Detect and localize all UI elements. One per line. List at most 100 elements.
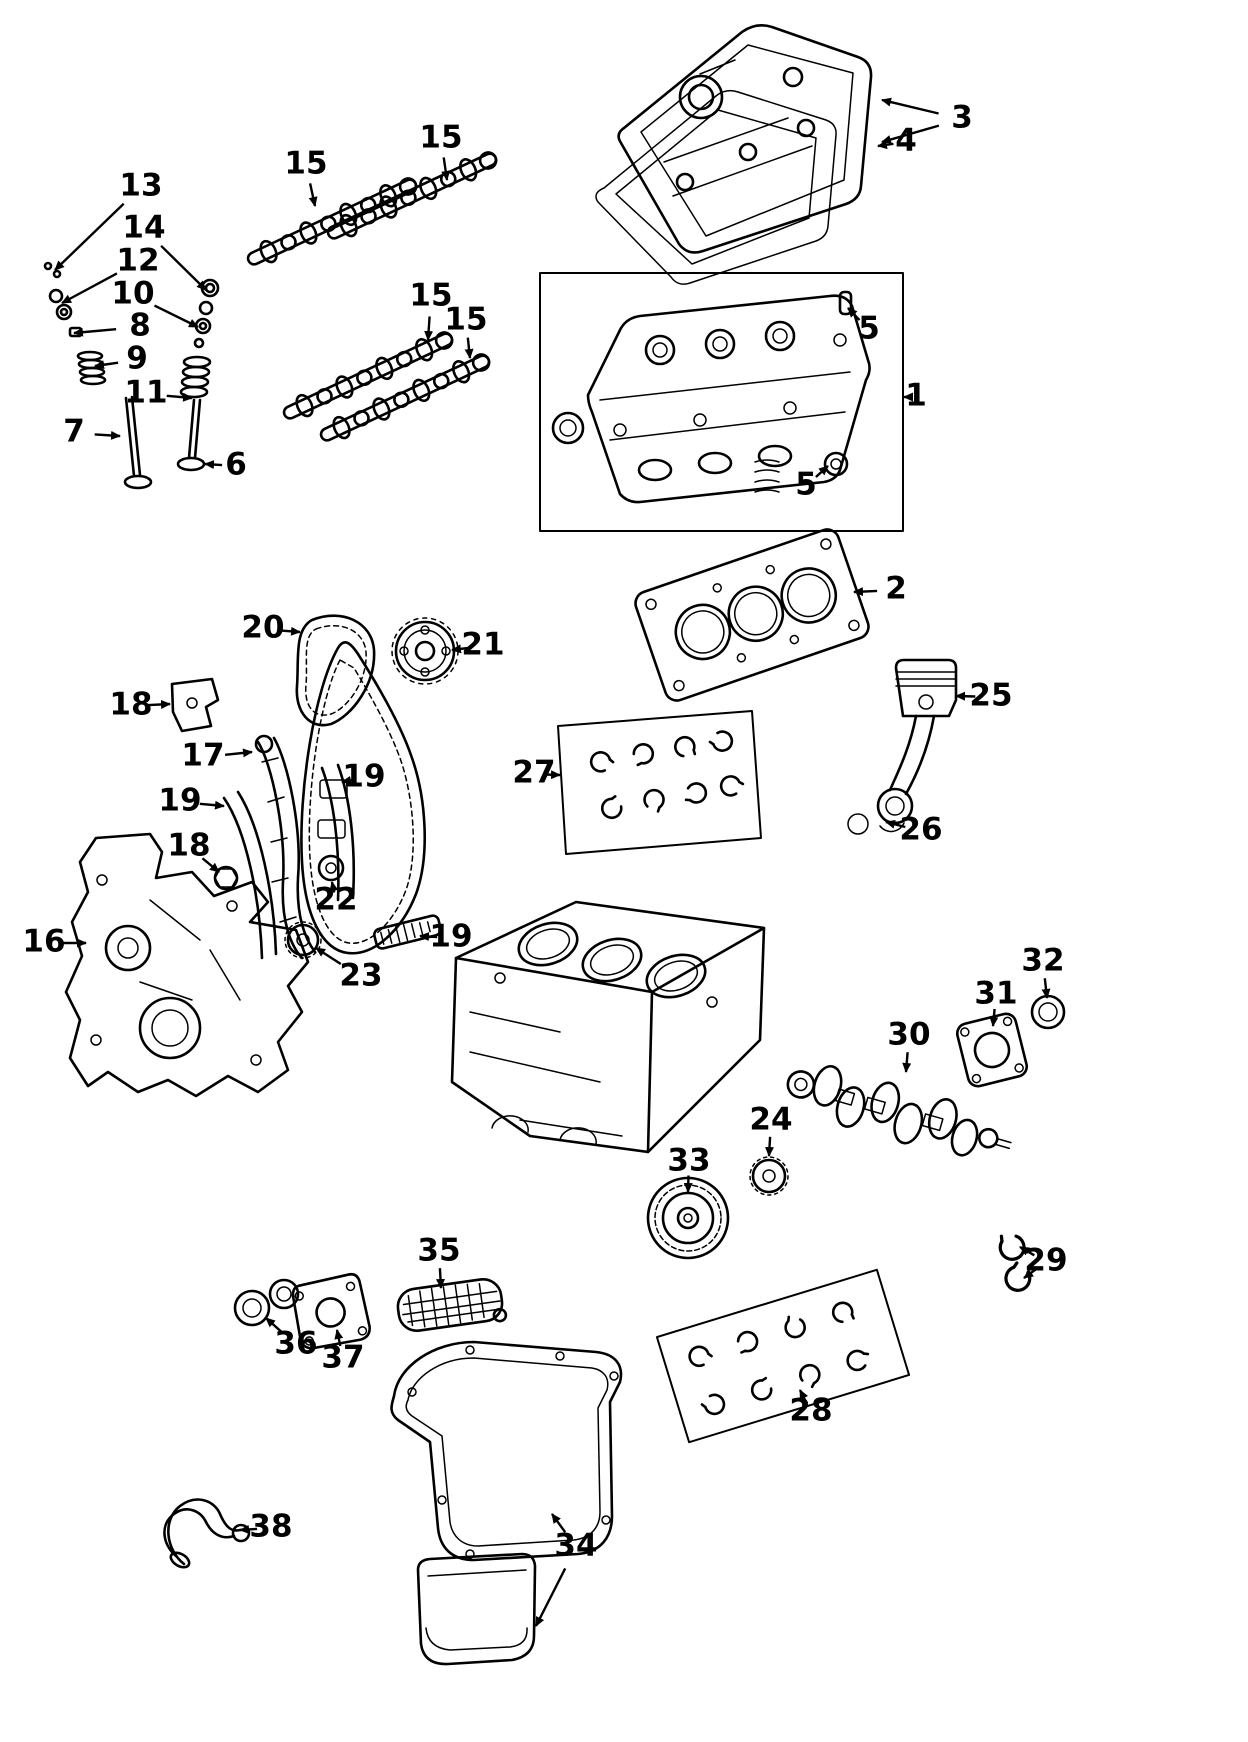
callout-label-24-36: 24 xyxy=(749,1102,792,1138)
callout-label-18-28: 18 xyxy=(167,828,210,864)
callout-label-6-8: 6 xyxy=(225,447,247,483)
part-rod-bearings xyxy=(586,727,746,823)
callout-label-18-21: 18 xyxy=(109,687,152,723)
part-crankshaft xyxy=(786,1064,1012,1157)
callout-leader-line xyxy=(989,1008,999,1027)
callout-leader-line xyxy=(955,691,976,701)
callout-leader-line xyxy=(199,800,225,810)
callout-leader-line xyxy=(881,124,940,144)
callout-label-7-7: 7 xyxy=(63,414,85,450)
callout-label-32-33: 32 xyxy=(1021,943,1064,979)
part-engine-block xyxy=(450,900,766,1154)
callout-leader-line xyxy=(160,244,207,291)
callout-label-19-24: 19 xyxy=(158,783,201,819)
callout-leader-line xyxy=(877,140,894,150)
callout-leader-line xyxy=(419,932,438,942)
callout-leader-line xyxy=(61,272,118,305)
part-cam-sprocket xyxy=(391,617,459,685)
callout-label-22-29: 22 xyxy=(314,882,357,918)
part-oil-pan-lower xyxy=(416,1552,537,1666)
callout-label-15-11: 15 xyxy=(409,278,452,314)
callout-label-15-12: 15 xyxy=(444,302,487,338)
callout-label-31-34: 31 xyxy=(974,976,1017,1012)
callout-label-23-32: 23 xyxy=(339,958,382,994)
callout-leader-line xyxy=(279,626,301,636)
callout-leader-line xyxy=(166,392,193,402)
callout-leader-line xyxy=(765,1136,775,1157)
callout-label-28-39: 28 xyxy=(789,1393,832,1429)
part-rear-seal-retainer xyxy=(955,1012,1029,1088)
callout-leader-line xyxy=(201,857,220,873)
part-front-crank-seal xyxy=(233,1278,300,1327)
part-chain-tensioner xyxy=(213,865,239,891)
callout-label-37-42: 37 xyxy=(321,1340,364,1376)
callout-label-29-38: 29 xyxy=(1024,1243,1067,1279)
callout-leader-line xyxy=(551,1513,567,1533)
callout-leader-line xyxy=(334,1329,344,1347)
callout-label-33-37: 33 xyxy=(667,1143,710,1179)
callout-leader-line xyxy=(853,587,878,597)
callout-leader-line xyxy=(153,304,199,329)
part-seal-plate xyxy=(291,1272,371,1350)
callout-leader-line xyxy=(94,430,121,440)
callout-label-20-19: 20 xyxy=(241,610,284,646)
callout-label-8-4: 8 xyxy=(129,308,151,344)
callout-leader-line xyxy=(451,644,470,654)
callout-leader-line xyxy=(545,770,561,780)
callout-label-2-18: 2 xyxy=(885,571,907,607)
part-chain-guide-rail xyxy=(222,790,278,960)
callout-leader-line xyxy=(1019,1245,1035,1257)
callout-label-11-6: 11 xyxy=(124,375,167,411)
part-timing-cover xyxy=(64,832,310,1098)
callout-label-19-31: 19 xyxy=(429,919,472,955)
part-piston xyxy=(894,658,958,718)
callout-label-21-20: 21 xyxy=(461,627,504,663)
callout-label-35-40: 35 xyxy=(417,1233,460,1269)
callout-label-5-17: 5 xyxy=(795,467,817,503)
callout-label-36-41: 36 xyxy=(274,1326,317,1362)
part-rod-bearing-box xyxy=(557,710,762,855)
callout-label-17-22: 17 xyxy=(181,738,224,774)
callout-label-15-9: 15 xyxy=(284,146,327,182)
part-crank-sprocket xyxy=(749,1156,789,1196)
callout-label-38-43: 38 xyxy=(249,1509,292,1545)
part-chain-guide-bracket xyxy=(170,677,220,733)
part-oil-strainer xyxy=(396,1277,508,1333)
callout-leader-line xyxy=(341,775,355,785)
callout-leader-line xyxy=(847,307,861,321)
part-cylinder-head-box xyxy=(539,272,904,532)
part-camshaft-3 xyxy=(282,331,454,420)
callout-label-5-15: 5 xyxy=(858,311,880,347)
callout-label-27-25: 27 xyxy=(512,755,555,791)
callout-label-3-13: 3 xyxy=(951,100,973,136)
callout-leader-line xyxy=(436,1268,445,1289)
callout-label-14-1: 14 xyxy=(122,210,165,246)
callout-leader-line xyxy=(885,819,906,829)
part-rear-main-seal xyxy=(1030,994,1066,1030)
part-chain-damper xyxy=(373,914,442,950)
part-head-gasket xyxy=(634,528,870,702)
callout-label-26-27: 26 xyxy=(899,812,942,848)
callout-leader-line xyxy=(54,202,125,271)
callout-leader-line xyxy=(534,1567,567,1627)
part-head-stud-seal xyxy=(823,290,853,477)
callout-leader-line xyxy=(881,97,939,115)
callout-leader-line xyxy=(308,183,318,207)
callout-leader-line xyxy=(224,748,253,758)
callout-label-15-10: 15 xyxy=(419,120,462,156)
callout-leader-line xyxy=(73,327,117,337)
callout-leader-line xyxy=(148,699,171,709)
callout-label-34-44: 34 xyxy=(554,1528,597,1564)
callout-leader-line xyxy=(94,360,119,370)
callout-label-12-2: 12 xyxy=(116,243,159,279)
callout-leader-line xyxy=(683,1175,693,1193)
part-cylinder-head xyxy=(551,294,871,504)
callout-label-16-30: 16 xyxy=(22,924,65,960)
callout-label-30-35: 30 xyxy=(887,1017,930,1053)
callout-leader-line xyxy=(1041,978,1051,999)
callout-leader-line xyxy=(1023,1268,1037,1279)
callout-leader-line xyxy=(204,460,223,470)
